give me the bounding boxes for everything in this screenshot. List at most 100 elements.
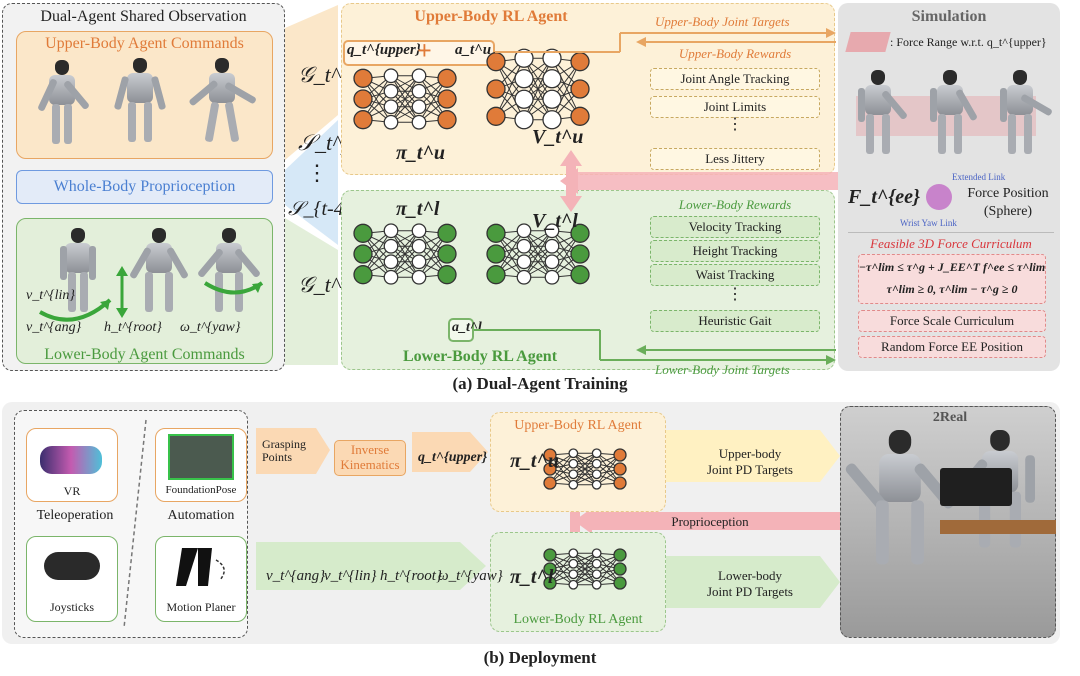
network-node <box>542 110 562 130</box>
robot-figure <box>1000 70 1053 165</box>
pi-u-label: π_t^u <box>396 142 445 164</box>
deploy-pi-u: π_t^u <box>510 450 559 472</box>
vr-headset-icon <box>40 446 102 474</box>
simulation-title: Simulation <box>911 8 987 25</box>
network-node <box>486 106 506 126</box>
network-node <box>591 569 602 580</box>
deploy-lower-network <box>543 548 627 590</box>
equation-1: −τ^lim ≤ τ^g + J_EE^T f^ee ≤ τ^lim <box>858 260 1046 274</box>
extended-link-label: Extended Link <box>952 172 1006 182</box>
network-node <box>411 223 427 239</box>
network-node <box>544 238 560 254</box>
network-edge <box>572 552 598 575</box>
upper-io-box <box>343 40 495 66</box>
robot-figure <box>58 228 98 318</box>
network-node <box>437 265 457 285</box>
network-node <box>591 458 602 469</box>
network-node <box>542 48 562 68</box>
upper-pd-targets-label: Upper-body Joint PD Targets <box>706 446 793 477</box>
network-node <box>437 110 457 130</box>
equation-2: τ^lim ≥ 0, τ^lim − τ^g ≥ 0 <box>886 282 1018 296</box>
network-node <box>568 458 579 469</box>
network-edge <box>390 75 420 123</box>
joystick-icon <box>44 552 100 580</box>
network-node <box>486 244 506 264</box>
reward-dots-lower: ⋮ <box>727 286 743 303</box>
network-node <box>411 254 427 270</box>
network-node <box>591 479 602 490</box>
random-force-item: Random Force EE Position <box>858 336 1046 358</box>
network-edge <box>572 452 598 475</box>
lower-rewards-title: Lower-Body Rewards <box>678 197 792 212</box>
carried-box <box>940 468 1012 506</box>
robot-figure <box>950 430 1035 598</box>
vr-label: VR <box>63 484 81 498</box>
deploy-lower-agent <box>490 532 666 632</box>
network-node <box>383 68 399 84</box>
network-edge <box>572 563 598 586</box>
reward-joint-limits: Joint Limits <box>650 96 820 118</box>
robot-figure <box>128 228 190 318</box>
network-edge <box>551 61 581 120</box>
reward-waist: Waist Tracking <box>650 264 820 286</box>
network-node <box>516 254 532 270</box>
g-l-symbol: 𝒢_t^l <box>298 272 347 297</box>
motion-planer-label: Motion Planer <box>166 600 236 614</box>
v-lin-label: v_t^{lin} <box>26 288 75 303</box>
automation-label: Automation <box>167 508 235 523</box>
force-sphere <box>926 184 952 210</box>
network-node <box>353 223 373 243</box>
lower-value-network <box>486 223 590 285</box>
robot-figure <box>113 58 167 148</box>
deploy-lower-agent-title: Lower-Body RL Agent <box>513 612 643 627</box>
network-node <box>613 576 627 590</box>
network-node <box>543 462 557 476</box>
network-node <box>411 114 427 130</box>
network-node <box>411 83 427 99</box>
network-edge <box>523 230 553 278</box>
network-node <box>486 223 506 243</box>
network-node <box>411 269 427 285</box>
curriculum-panel <box>848 232 1054 362</box>
training-caption: (a) Dual-Agent Training <box>452 374 628 393</box>
network-node <box>353 110 373 130</box>
network-node <box>591 548 602 559</box>
reward-heuristic-gait: Heuristic Gait <box>650 310 820 332</box>
network-node <box>437 223 457 243</box>
network-node <box>568 469 579 480</box>
reward-dots: ⋮ <box>727 116 743 133</box>
upper-value-network <box>486 48 590 130</box>
network-node <box>514 89 534 109</box>
table <box>940 520 1056 534</box>
reward-joint-angle: Joint Angle Tracking <box>650 68 820 90</box>
equation-box <box>858 254 1046 304</box>
network-node <box>591 448 602 459</box>
robot-figure <box>858 70 909 165</box>
foundationpose-label: FoundationPose <box>165 484 237 496</box>
network-node <box>437 68 457 88</box>
lower-policy-network <box>353 223 457 285</box>
upper-commands-label: Upper-Body Agent Commands <box>45 35 244 52</box>
a-u-label: a_t^u <box>455 42 492 58</box>
network-edge <box>495 61 525 120</box>
deploy-q-upper: q_t^{upper} <box>418 450 488 465</box>
network-node <box>568 569 579 580</box>
h-root-label: h_t^{root} <box>104 320 162 335</box>
network-node <box>544 223 560 239</box>
v-u-label: V_t^u <box>532 126 584 148</box>
a-l-label: a_t^l <box>452 320 482 335</box>
real-label: 2Real <box>932 410 968 425</box>
lower-agent-title: Lower-Body RL Agent <box>402 348 558 365</box>
network-node <box>543 562 557 576</box>
network-node <box>570 265 590 285</box>
a-l-box <box>448 318 474 342</box>
upper-agent-title: Upper-Body RL Agent <box>414 8 568 25</box>
network-node <box>516 269 532 285</box>
deploy-w-yaw: ω_t^{yaw} <box>438 568 503 584</box>
network-edge <box>572 552 598 586</box>
network-node <box>543 476 557 490</box>
network-node <box>383 99 399 115</box>
inverse-kinematics-box <box>334 440 406 476</box>
network-node <box>437 89 457 109</box>
shared-observation-title: Dual-Agent Shared Observation <box>40 8 247 25</box>
